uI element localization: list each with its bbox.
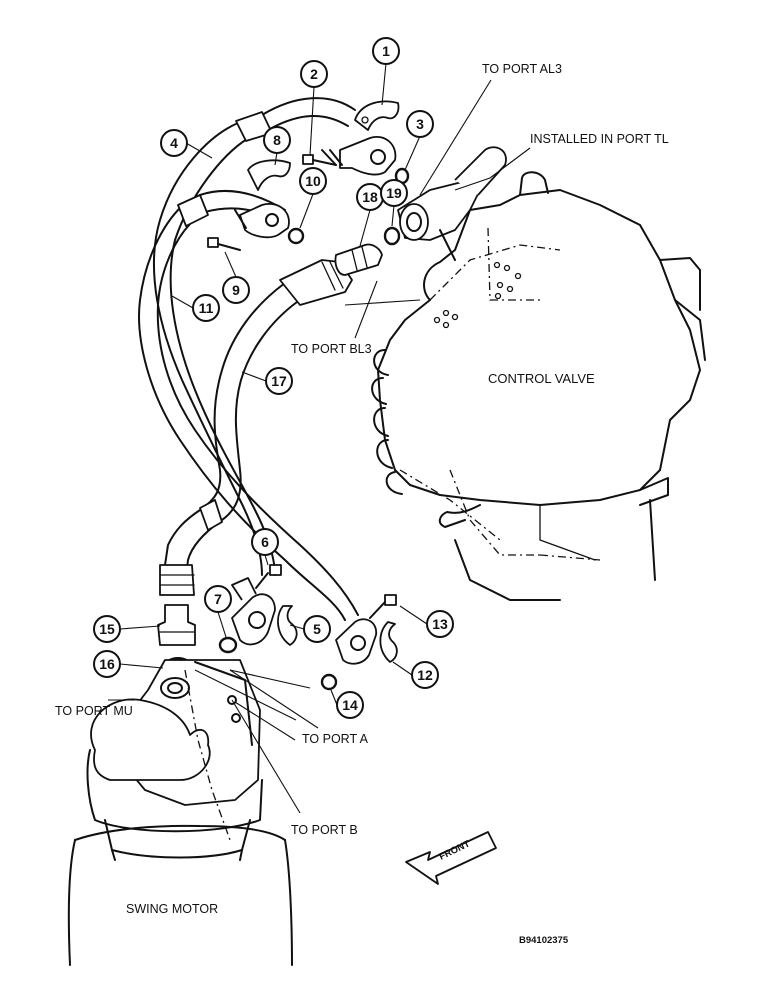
callout-9: 9: [222, 276, 250, 304]
callout-10: 10: [299, 167, 327, 195]
adapter-15: [157, 564, 196, 646]
label-to-port-al3: TO PORT AL3: [482, 62, 562, 76]
o-ring-10: [287, 227, 305, 245]
hose-4: [153, 97, 356, 576]
flange-half-5: [277, 605, 298, 646]
valve-port-bolts: [433, 261, 522, 329]
swing-motor-assembly: [67, 659, 293, 966]
callout-13: 13: [426, 610, 454, 638]
hose-17: [164, 259, 353, 569]
svg-text:12: 12: [417, 667, 433, 683]
svg-text:4: 4: [170, 135, 178, 151]
callout-18: 18: [356, 183, 384, 211]
svg-text:15: 15: [99, 621, 115, 637]
svg-text:5: 5: [313, 621, 321, 637]
flange-fitting-mid: [234, 202, 290, 239]
leader-lines: [108, 62, 531, 814]
bolt-2: [302, 154, 337, 166]
callout-19: 19: [380, 179, 408, 207]
callout-7: 7: [204, 585, 232, 613]
o-ring-19: [383, 226, 401, 246]
svg-text:19: 19: [386, 185, 402, 201]
callout-14: 14: [336, 691, 364, 719]
svg-text:1: 1: [382, 43, 390, 59]
svg-text:8: 8: [273, 132, 281, 148]
label-to-port-mu: TO PORT MU: [55, 704, 133, 718]
callout-6: 6: [251, 528, 279, 556]
svg-text:11: 11: [199, 300, 214, 316]
bolt-9: [207, 237, 241, 251]
callout-4: 4: [160, 129, 188, 157]
svg-text:10: 10: [305, 173, 321, 189]
svg-text:9: 9: [232, 282, 240, 298]
o-ring-14: [320, 673, 338, 691]
svg-text:2: 2: [310, 66, 318, 82]
svg-text:16: 16: [99, 656, 115, 672]
hose-11: [138, 189, 359, 621]
svg-text:14: 14: [342, 697, 358, 713]
flange-half-1: [354, 100, 400, 131]
o-ring-7: [218, 636, 238, 654]
svg-text:17: 17: [271, 373, 287, 389]
svg-text:18: 18: [362, 189, 378, 205]
callout-3: 3: [406, 110, 434, 138]
label-to-port-a: TO PORT A: [302, 732, 369, 746]
bolt-13: [369, 594, 397, 619]
callout-15: 15: [93, 615, 121, 643]
figure-code: B94102375: [519, 935, 569, 946]
adapter-18: [334, 243, 383, 276]
flange-fitting-top: [321, 135, 397, 176]
label-to-port-b: TO PORT B: [291, 823, 358, 837]
label-to-port-bl3: TO PORT BL3: [291, 342, 372, 356]
callout-2: 2: [300, 60, 328, 88]
callout-8: 8: [263, 126, 291, 154]
flange-half-8: [247, 159, 291, 191]
flange-half-12: [379, 621, 398, 663]
callout-12: 12: [411, 661, 439, 689]
callout-16: 16: [93, 650, 121, 678]
svg-text:13: 13: [432, 616, 448, 632]
port-tl-fitting: [397, 146, 507, 261]
control-valve-body: [371, 171, 706, 601]
callout-5: 5: [303, 615, 331, 643]
label-swing-motor: SWING MOTOR: [126, 902, 218, 916]
svg-text:7: 7: [214, 591, 222, 607]
svg-text:3: 3: [416, 116, 424, 132]
flange-fitting-b: [335, 618, 377, 665]
label-control-valve: CONTROL VALVE: [488, 371, 595, 386]
callout-17: 17: [265, 367, 293, 395]
bolt-6: [255, 564, 282, 589]
flange-fitting-a: [231, 577, 276, 646]
front-direction-arrow: FRONT: [405, 831, 497, 885]
label-installed-port-tl: INSTALLED IN PORT TL: [530, 132, 669, 146]
callout-11: 11: [192, 294, 220, 322]
svg-text:6: 6: [261, 534, 269, 550]
callout-1: 1: [372, 37, 400, 65]
